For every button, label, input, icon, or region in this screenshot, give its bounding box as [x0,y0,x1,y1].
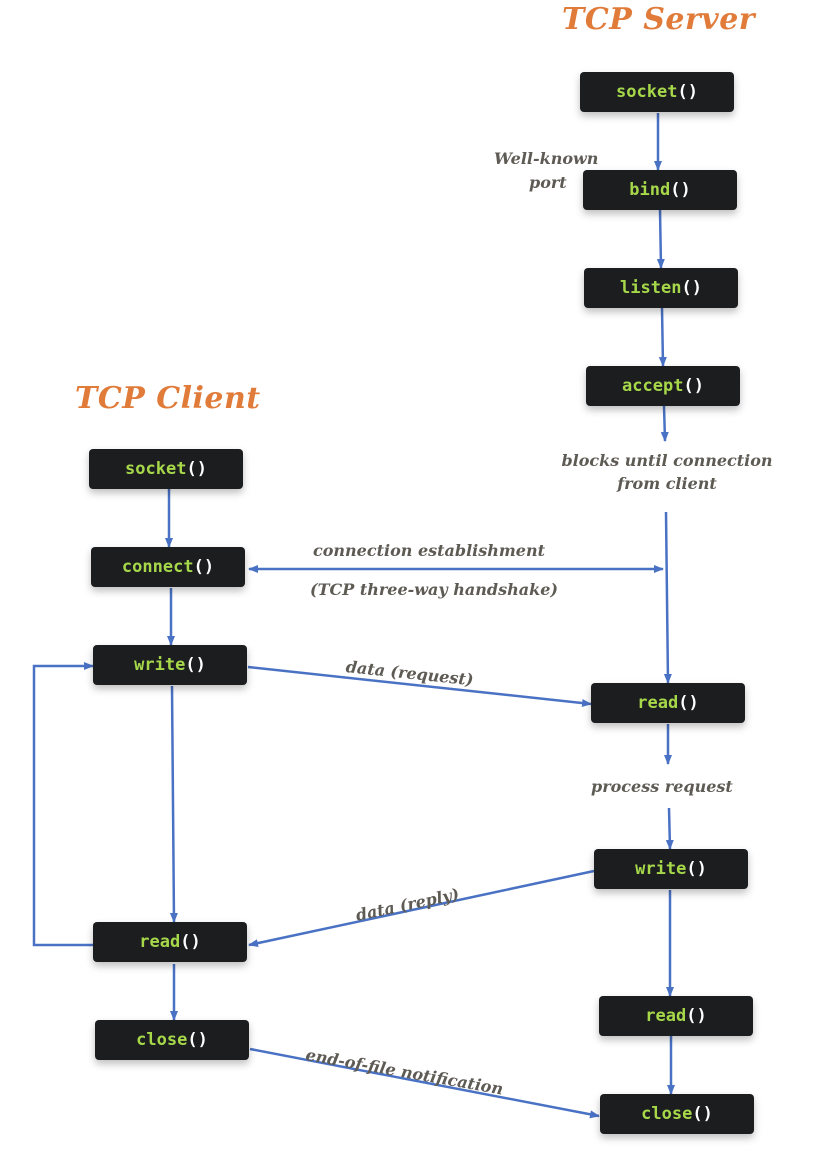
function-name: read [645,1006,687,1026]
function-name: read [637,693,679,713]
parentheses: () [193,557,215,577]
parentheses: () [670,180,691,200]
server-close-node: close() [600,1094,754,1134]
arrow-client-loop [32,662,94,947]
client-close-node: close() [95,1020,249,1060]
process-request-label: process request [591,777,733,796]
parentheses: () [186,459,207,479]
function-name: socket [616,82,678,102]
well-known-port-note-line1: Well-known [494,149,599,168]
parentheses: () [681,278,702,298]
parentheses: () [686,859,707,879]
function-name: accept [622,376,684,396]
arrow-data-request [247,665,592,708]
client-read-node: read() [93,922,247,962]
client-socket-node: socket() [89,449,243,489]
server-listen-node: listen() [584,268,738,308]
arrow-server-accept-blocks [660,405,669,442]
server-read-node: read() [591,683,745,723]
function-name: connect [121,557,194,577]
function-name: listen [620,278,682,298]
server-socket-node: socket() [580,72,734,112]
function-name: bind [629,180,671,200]
function-name: write [134,655,186,675]
handshake-label: (TCP three-way handshake) [310,580,558,599]
parentheses: () [187,1030,208,1050]
connection-establishment-label: connection establishment [313,541,546,560]
arrow-data-reply [248,869,595,948]
arrow-client-write-read [169,685,178,923]
function-name: close [641,1104,693,1124]
function-name: read [139,932,181,952]
function-name: write [635,859,687,879]
arrow-eof [249,1047,600,1119]
blocks-until-connection-note-line1: blocks until connection [561,451,773,470]
arrow-server-process-write [665,807,674,850]
arrow-server-bind-listen [656,209,665,269]
arrow-server-blocks-read [663,511,672,684]
blocks-until-connection-note-line2: from client [617,474,717,493]
parentheses: () [185,655,206,675]
parentheses: () [692,1104,713,1124]
server-title: TCP Server [562,2,756,37]
parentheses: () [180,932,201,952]
server-write-node: write() [594,849,748,889]
server-accept-node: accept() [586,366,740,406]
well-known-port-note-line2: port [529,173,567,192]
parentheses: () [677,82,698,102]
parentheses: () [686,1006,707,1026]
client-write-node: write() [93,645,247,685]
function-name: close [136,1030,188,1050]
parentheses: () [683,376,704,396]
server-bind-node: bind() [583,170,737,210]
arrow-server-listen-accept [658,307,667,367]
parentheses: () [678,693,699,713]
client-title: TCP Client [75,381,261,416]
server-read2-node: read() [599,996,753,1036]
function-name: socket [125,459,187,479]
client-connect-node: connect() [91,547,245,587]
